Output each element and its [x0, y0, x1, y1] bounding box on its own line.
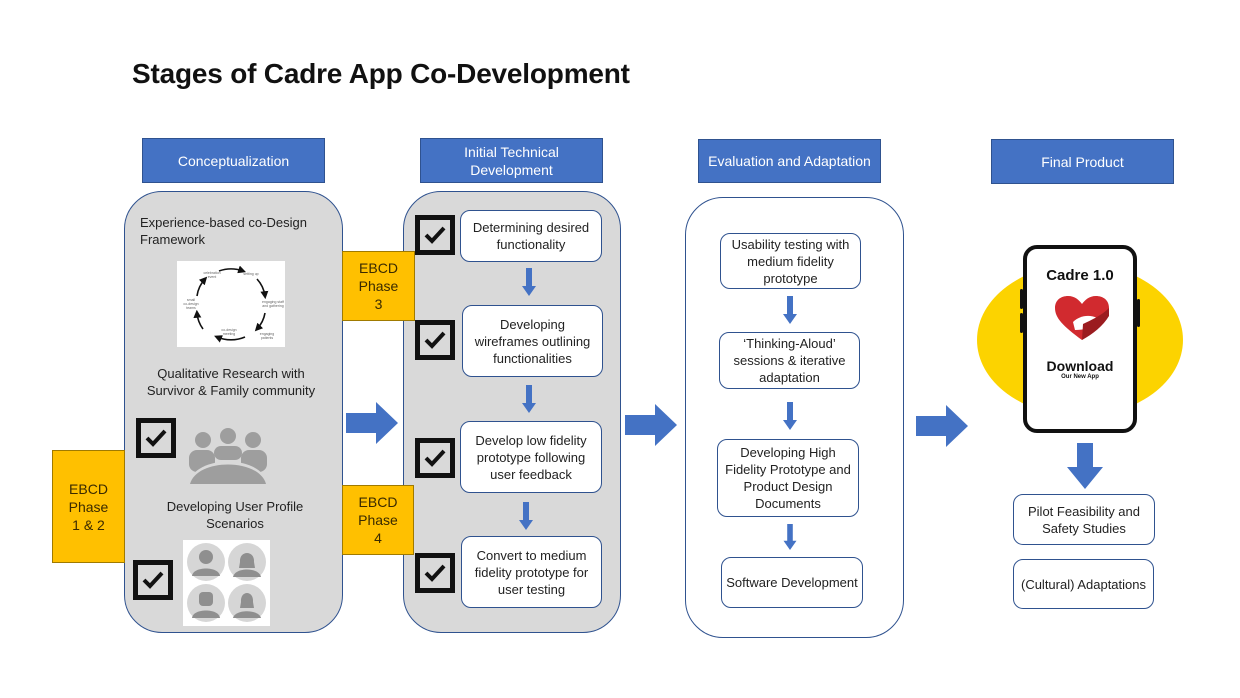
user-profiles-icon	[183, 540, 270, 626]
svg-text:small: small	[187, 298, 195, 302]
checkmark-icon	[424, 331, 446, 349]
checkbox-developing-wireframes[interactable]	[415, 320, 455, 360]
down-arrow-icon	[783, 402, 797, 430]
svg-text:meeting: meeting	[223, 332, 236, 336]
checkmark-icon	[142, 571, 164, 589]
user-profile-label: Developing User Profile Scenarios	[166, 499, 304, 531]
stage-header-initial-technical-development: Initial Technical Development	[420, 138, 603, 183]
svg-text:setting up: setting up	[243, 272, 258, 276]
checkbox-low-fidelity-prototype[interactable]	[415, 438, 455, 478]
checkmark-icon	[424, 449, 446, 467]
ebcd-phase-4-badge: EBCD Phase 4	[342, 485, 414, 555]
app-name: Cadre 1.0	[1046, 267, 1114, 284]
step-pilot-studies: Pilot Feasibility and Safety Studies	[1013, 494, 1155, 545]
ebcd-framework-label: Experience-based co-Design Framework	[140, 215, 307, 247]
ebcd-phase-3-badge: EBCD Phase 3	[342, 251, 415, 321]
step-medium-fidelity-prototype: Convert to medium fidelity prototype for…	[461, 536, 602, 608]
step-usability-testing: Usability testing with medium fidelity p…	[720, 233, 861, 289]
right-arrow-icon	[625, 404, 677, 446]
svg-text:celebration: celebration	[203, 271, 220, 275]
checkbox-determining-functionality[interactable]	[415, 215, 455, 255]
phone-mockup: Cadre 1.0 Download Our New App	[1020, 245, 1140, 433]
step-determining-functionality: Determining desired functionality	[460, 210, 602, 262]
down-arrow-icon	[522, 268, 536, 296]
step-low-fidelity-prototype: Develop low fidelity prototype following…	[460, 421, 602, 493]
checkmark-icon	[424, 564, 446, 582]
group-meeting-icon	[185, 426, 271, 484]
checkmark-icon	[145, 429, 167, 447]
down-arrow-icon	[522, 385, 536, 413]
svg-text:co-design: co-design	[221, 328, 236, 332]
checkbox-medium-fidelity-prototype[interactable]	[415, 553, 455, 593]
svg-text:engaging: engaging	[260, 332, 274, 336]
svg-text:patients: patients	[261, 336, 274, 340]
step-developing-wireframes: Developing wireframes outlining function…	[462, 305, 603, 377]
svg-text:event: event	[208, 275, 217, 279]
step-high-fidelity-prototype: Developing High Fidelity Prototype and P…	[717, 439, 859, 517]
step-cultural-adaptations: (Cultural) Adaptations	[1013, 559, 1154, 609]
down-arrow-icon	[519, 502, 533, 530]
down-arrow-icon	[783, 296, 797, 324]
download-cta-subtitle: Our New App	[1061, 374, 1099, 380]
right-arrow-icon	[916, 405, 968, 447]
checkbox-user-profiles[interactable]	[133, 560, 173, 600]
right-arrow-icon	[346, 402, 398, 444]
svg-text:engaging staff: engaging staff	[262, 300, 284, 304]
ebcd-phase-1-2-badge: EBCD Phase 1 & 2	[52, 450, 125, 563]
download-cta[interactable]: Download	[1046, 358, 1114, 374]
qualitative-research-label: Qualitative Research with Survivor & Fam…	[146, 366, 316, 398]
svg-text:co-design: co-design	[183, 302, 198, 306]
svg-text:teams: teams	[186, 306, 196, 310]
cadre-heart-logo-icon	[1055, 296, 1109, 340]
down-arrow-icon	[783, 524, 797, 550]
checkmark-icon	[424, 226, 446, 244]
step-thinking-aloud: ‘Thinking-Aloud’ sessions & iterative ad…	[719, 332, 860, 389]
down-arrow-icon	[1067, 443, 1103, 489]
stage-header-final-product: Final Product	[991, 139, 1174, 184]
stage-header-conceptualization: Conceptualization	[142, 138, 325, 183]
page-title: Stages of Cadre App Co-Development	[132, 58, 630, 89]
checkbox-qualitative-research[interactable]	[136, 418, 176, 458]
svg-text:and gathering: and gathering	[262, 304, 283, 308]
stage-header-evaluation-adaptation: Evaluation and Adaptation	[698, 139, 881, 183]
step-software-development: Software Development	[721, 557, 863, 608]
